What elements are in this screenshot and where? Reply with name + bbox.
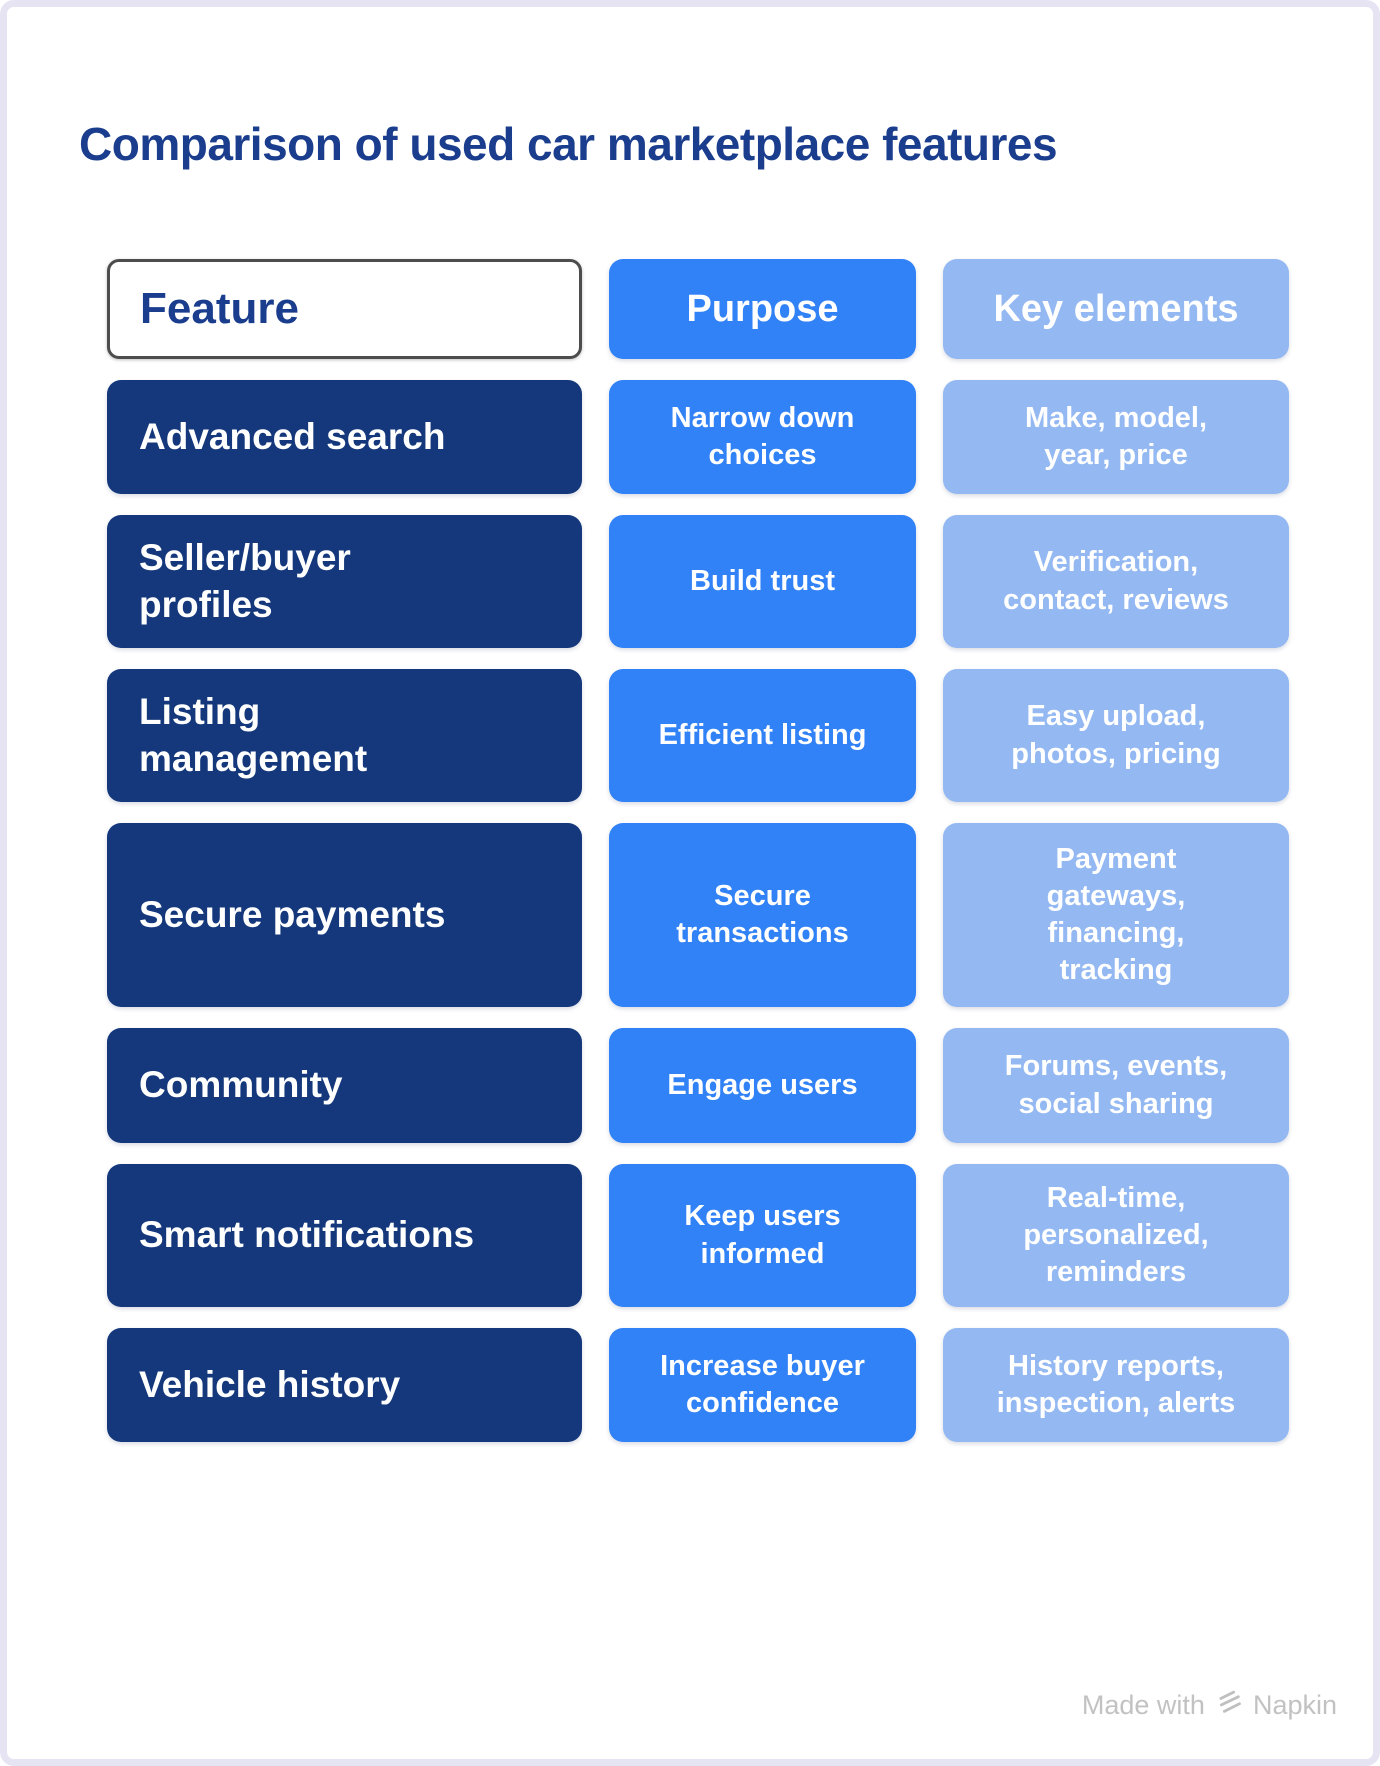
feature-cell: Secure payments [107, 823, 582, 1007]
purpose-cell: Increase buyer confidence [609, 1328, 916, 1442]
key-elements-cell: Make, model, year, price [943, 380, 1289, 494]
key-elements-cell-label: Real-time, personalized, reminders [1023, 1181, 1209, 1289]
feature-cell: Vehicle history [107, 1328, 582, 1442]
feature-cell-label: Secure payments [139, 893, 446, 935]
column-header-purpose: Purpose [609, 259, 916, 359]
key-elements-cell: Forums, events, social sharing [943, 1028, 1289, 1143]
purpose-cell: Keep users informed [609, 1164, 916, 1307]
column-header-key-elements: Key elements [943, 259, 1289, 359]
key-elements-cell-label: Forums, events, social sharing [1004, 1050, 1228, 1120]
purpose-cell: Narrow down choices [609, 380, 916, 494]
feature-cell-label: Smart notifications [139, 1214, 475, 1256]
napkin-logo-icon [1215, 1688, 1243, 1723]
column-header-key-elements-label: Key elements [993, 287, 1239, 330]
purpose-cell-label: Keep users informed [684, 1200, 841, 1270]
feature-cell: Smart notifications [107, 1164, 582, 1307]
key-elements-cell-label: Easy upload, photos, pricing [1011, 700, 1221, 770]
column-header-feature: Feature [107, 259, 582, 359]
key-elements-cell-label: History reports, inspection, alerts [996, 1349, 1236, 1419]
purpose-cell: Engage users [609, 1028, 916, 1143]
key-elements-cell: Payment gateways, financing, tracking [943, 823, 1289, 1007]
key-elements-cell: Verification, contact, reviews [943, 515, 1289, 648]
purpose-cell-label: Efficient listing [658, 718, 867, 751]
feature-cell-label: Vehicle history [139, 1363, 401, 1405]
page-title: Comparison of used car marketplace featu… [79, 118, 1058, 170]
feature-cell: Advanced search [107, 380, 582, 494]
key-elements-cell: History reports, inspection, alerts [943, 1328, 1289, 1442]
feature-cell-label: Seller/buyer profiles [139, 537, 351, 625]
purpose-cell: Efficient listing [609, 669, 916, 802]
feature-cell: Listing management [107, 669, 582, 802]
made-with-label: Made with [1081, 1690, 1205, 1720]
key-elements-cell-label: Make, model, year, price [1024, 401, 1208, 471]
brand-label: Napkin [1252, 1690, 1337, 1720]
purpose-cell-label: Build trust [690, 564, 835, 597]
purpose-cell-label: Narrow down choices [670, 401, 855, 471]
feature-cell: Community [107, 1028, 582, 1143]
feature-cell-label: Community [139, 1064, 343, 1106]
purpose-cell: Build trust [609, 515, 916, 648]
feature-cell-label: Listing management [139, 691, 368, 779]
key-elements-cell: Real-time, personalized, reminders [943, 1164, 1289, 1307]
footer-credit: Made with Napkin [1082, 1688, 1337, 1723]
key-elements-cell-label: Payment gateways, financing, tracking [1046, 842, 1186, 987]
purpose-cell: Secure transactions [609, 823, 916, 1007]
key-elements-cell: Easy upload, photos, pricing [943, 669, 1289, 802]
purpose-cell-label: Secure transactions [676, 879, 849, 949]
column-header-purpose-label: Purpose [686, 287, 839, 330]
feature-cell: Seller/buyer profiles [107, 515, 582, 648]
comparison-table: Feature Purpose Key elements Advanced se… [107, 259, 1289, 1442]
feature-cell-label: Advanced search [139, 415, 446, 457]
purpose-cell-label: Engage users [667, 1068, 858, 1101]
purpose-cell-label: Increase buyer confidence [660, 1349, 865, 1419]
key-elements-cell-label: Verification, contact, reviews [1003, 546, 1229, 616]
column-header-feature-label: Feature [140, 284, 299, 333]
